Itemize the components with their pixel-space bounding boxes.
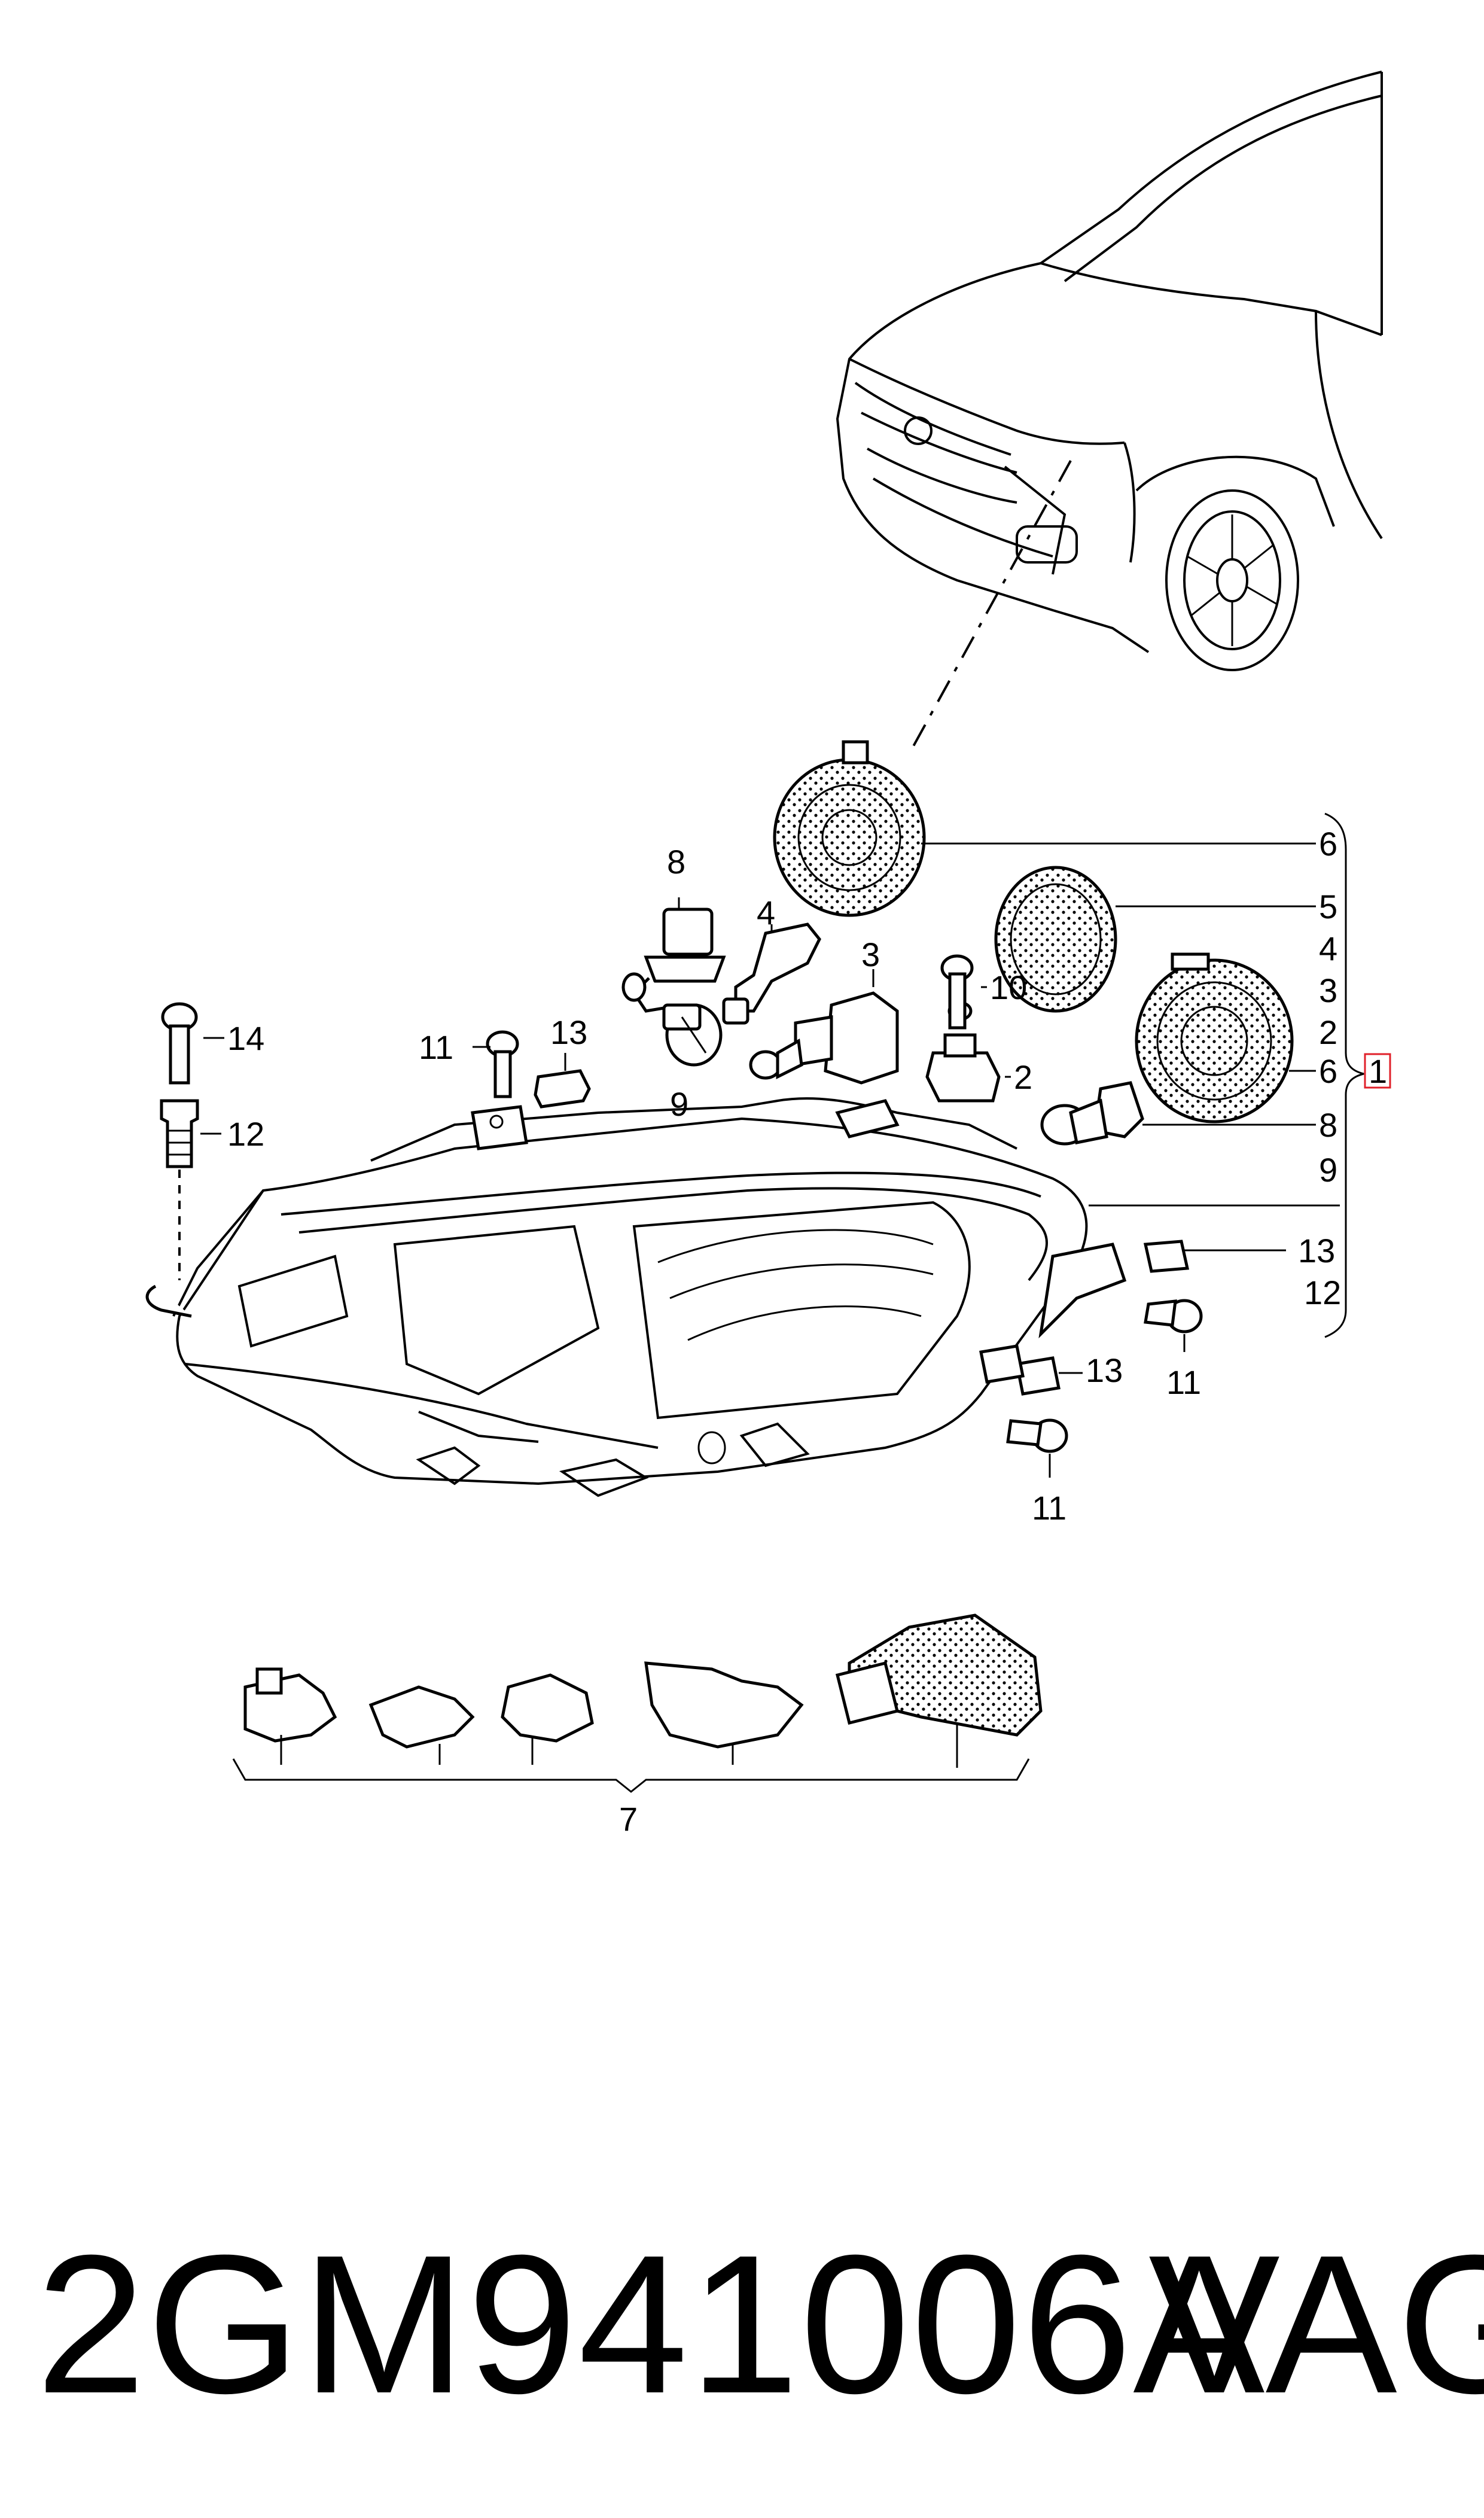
bulb-holder bbox=[722, 922, 821, 1025]
callout-9-top: 9 bbox=[670, 1085, 688, 1123]
callout-5: 5 bbox=[1319, 888, 1337, 925]
bracket-set bbox=[243, 1613, 1043, 1749]
screw-11-bottom bbox=[1006, 1418, 1068, 1453]
callout-13-right: 13 bbox=[1298, 1232, 1335, 1269]
actuator-motor bbox=[749, 991, 899, 1085]
clip-13-right bbox=[1143, 1240, 1190, 1273]
dust-cap-large bbox=[773, 740, 926, 917]
callout-2-top: 2 bbox=[1014, 1058, 1032, 1096]
callout-6-top: 6 bbox=[1319, 825, 1337, 863]
vehicle-illustration bbox=[836, 71, 1383, 754]
part-number-label: 2GM941006A bbox=[36, 2213, 1266, 2434]
callout-3-top: 3 bbox=[861, 936, 880, 973]
callout-12-left: 12 bbox=[227, 1115, 264, 1153]
screw-11-right bbox=[1144, 1299, 1203, 1333]
headlight-assembly bbox=[145, 1097, 1127, 1497]
callout-bracket bbox=[1324, 812, 1364, 1338]
bolt-10 bbox=[940, 954, 974, 1030]
bracket-set-leaders bbox=[232, 1723, 1030, 1793]
callout-14: 14 bbox=[227, 1019, 264, 1057]
screw-14 bbox=[161, 1002, 198, 1085]
callout-1: 1 bbox=[1369, 1052, 1387, 1090]
callout-13-mid: 13 bbox=[1086, 1351, 1123, 1389]
callout-4-right: 4 bbox=[1319, 930, 1337, 967]
callout-6-right: 6 bbox=[1319, 1052, 1337, 1090]
callout-11-bottom: 11 bbox=[1032, 1489, 1066, 1527]
dust-cap-right bbox=[1135, 952, 1294, 1123]
callout-labels: 6 5 4 3 2 6 1 8 9 13 12 13 11 11 8 4 3 1… bbox=[227, 825, 1387, 1838]
clip-13-mid bbox=[1015, 1356, 1061, 1396]
callout-8-right: 8 bbox=[1319, 1106, 1337, 1144]
screw-11-top bbox=[486, 1030, 519, 1098]
callout-7: 7 bbox=[619, 1800, 638, 1838]
bulb-h7 bbox=[621, 908, 726, 1013]
brand-label: VAG bbox=[1148, 2213, 1484, 2434]
clip-13-top bbox=[534, 1069, 591, 1109]
leader-lines bbox=[200, 842, 1340, 1478]
highlight-box bbox=[1364, 1053, 1391, 1089]
bulb-h7-right bbox=[1040, 1081, 1144, 1146]
callout-4-top: 4 bbox=[757, 894, 775, 931]
callout-12-right: 12 bbox=[1304, 1274, 1341, 1311]
grommet-12 bbox=[160, 1099, 199, 1168]
callout-9-right: 9 bbox=[1319, 1151, 1337, 1189]
dust-cap-medium bbox=[994, 866, 1117, 1013]
callout-8-top: 8 bbox=[667, 843, 685, 881]
bulb-w5w bbox=[662, 1003, 723, 1067]
callout-11-right: 11 bbox=[1166, 1363, 1201, 1401]
callout-3-right: 3 bbox=[1319, 972, 1337, 1009]
callout-10: 10 bbox=[990, 969, 1027, 1006]
callout-13-top: 13 bbox=[550, 1013, 587, 1051]
callout-11-top: 11 bbox=[419, 1028, 453, 1066]
callout-2-right: 2 bbox=[1319, 1013, 1337, 1051]
